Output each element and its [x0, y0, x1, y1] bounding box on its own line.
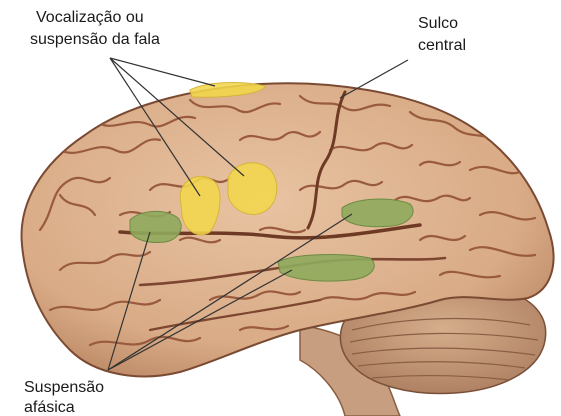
aphasic-area-parietal [342, 199, 413, 227]
label-suspensao-line2: afásica [24, 398, 75, 416]
speech-area-left [180, 176, 220, 235]
label-sulco-line1: Sulco [418, 14, 458, 34]
label-suspensao-line1: Suspensão [24, 378, 104, 398]
aphasic-area-frontal [130, 211, 181, 242]
label-sulco-line2: central [418, 36, 466, 56]
label-vocalizacao-line2: suspensão da fala [30, 30, 160, 50]
label-vocalizacao-line1: Vocalização ou [36, 8, 144, 28]
speech-area-right [228, 163, 277, 215]
aphasic-area-temporal [278, 255, 374, 282]
